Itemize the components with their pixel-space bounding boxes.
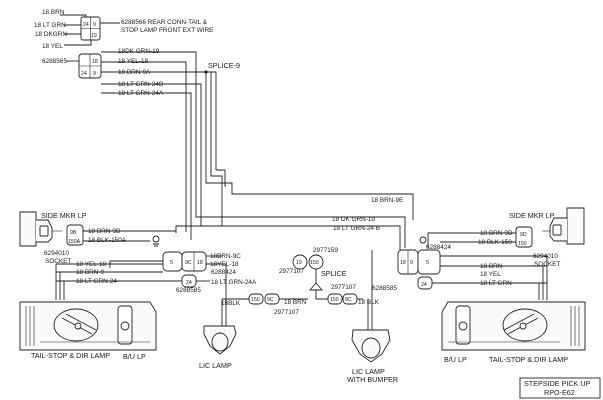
pin-label: 9C bbox=[185, 260, 192, 266]
connector-6288424-right: 18 9 5 24 bbox=[397, 249, 441, 290]
wire-label: 18YEL-18 bbox=[210, 261, 239, 268]
wire-18brn-top bbox=[60, 14, 87, 17]
ground-icon bbox=[419, 236, 427, 244]
wire-label: 18 BRN-9A bbox=[118, 69, 151, 76]
splice-connector: 19 150 bbox=[292, 254, 324, 270]
wire-label: 18 LT GRN-24B bbox=[118, 81, 163, 88]
component-label: TAIL-STOP & DIR LAMP bbox=[31, 351, 110, 360]
wire-label: 18 LT GRN-24 B bbox=[333, 225, 380, 232]
pin-label: 24 bbox=[81, 71, 87, 77]
pin-label: 150 bbox=[518, 241, 527, 247]
wire-label: 18BRN-9C bbox=[210, 253, 241, 260]
wire-label: 18 BRN-9 bbox=[76, 269, 105, 276]
pin-label: 18 bbox=[92, 59, 98, 65]
pin-label: 9B bbox=[70, 230, 77, 236]
lic-lamp-with-bumper bbox=[351, 329, 391, 363]
component-label: LIC LAMP bbox=[352, 367, 385, 376]
component-label: LIC LAMP bbox=[199, 361, 232, 370]
splice-label: SPLICE bbox=[321, 269, 347, 278]
pin-label: 24 bbox=[421, 282, 427, 288]
pin-label: 9 bbox=[410, 260, 413, 266]
side-marker-lamp-right bbox=[542, 207, 585, 245]
pin-label: 5 bbox=[170, 260, 173, 266]
side-marker-lamp-left bbox=[19, 211, 62, 247]
wire-label: 18 BRN bbox=[42, 9, 65, 16]
part-number: 6294010 bbox=[44, 250, 69, 257]
splice-label: SPLICE-9 bbox=[208, 61, 240, 70]
part-number: 2977107 bbox=[274, 309, 299, 316]
wire-label: 18 BRN-9B bbox=[88, 228, 120, 235]
connector-note: 6288566 REAR CONN-TAIL & bbox=[121, 19, 208, 26]
part-number: 6288585 bbox=[372, 285, 397, 292]
pin-label: 24 bbox=[83, 22, 89, 28]
pin-label: 9 bbox=[93, 22, 96, 28]
title-line-1: STEPSIDE PICK UP bbox=[524, 379, 591, 388]
part-number: 6294010 bbox=[533, 253, 558, 260]
wire-label: 18 BRN bbox=[480, 263, 503, 270]
wire-label: 18 YEL-18 bbox=[118, 58, 149, 65]
part-number: 2977107 bbox=[331, 284, 356, 291]
pin-label: 9D bbox=[520, 232, 527, 238]
wire-label: 18 LT GRN-24A bbox=[118, 90, 164, 97]
connector-note: STOP LAMP FRONT EXT WIRE bbox=[121, 27, 213, 34]
pin-label: 19 bbox=[296, 260, 302, 266]
side-marker-connector-left: 9B 150A bbox=[66, 224, 84, 246]
component-label: SIDE MKR LP bbox=[509, 211, 555, 220]
wire-label: 18DK GRN-19 bbox=[118, 48, 160, 55]
tail-stop-dir-lamp-left bbox=[19, 301, 157, 351]
wire-label: 18 LT GRN-24 bbox=[76, 278, 117, 285]
pin-label: 150 bbox=[310, 260, 319, 266]
wire-label: 18 BLK-150 bbox=[478, 239, 512, 246]
wire-label: 18 YEL bbox=[42, 43, 63, 50]
wire-18brn-9e bbox=[205, 72, 414, 220]
component-label: WITH BUMPER bbox=[347, 375, 398, 384]
wire-label: 18BLK bbox=[221, 300, 241, 307]
wire-label: 18 BRN-9E bbox=[371, 197, 403, 204]
rear-conn-connector: 24 9 19 bbox=[80, 16, 101, 41]
component-label: B/U LP bbox=[123, 352, 146, 361]
tail-stop-dir-lamp-right bbox=[441, 301, 586, 351]
pin-label: 150 bbox=[330, 297, 339, 303]
lic-lamp bbox=[203, 325, 237, 355]
pin-label: 18 bbox=[400, 260, 406, 266]
pin-label: 150 bbox=[251, 297, 260, 303]
wire-label: 18 BLK-150A bbox=[88, 237, 127, 244]
pin-label: 19 bbox=[91, 33, 97, 39]
connector-6288565: 18 24 9 bbox=[78, 53, 102, 79]
connector-6288424-left: 5 9C 18 24 bbox=[162, 251, 207, 288]
wire-label: 18 LT GRN bbox=[480, 280, 512, 287]
wire-label: 18 LT GRN-24A bbox=[211, 279, 257, 286]
pin-label: 9 bbox=[93, 71, 96, 77]
pin-label: 150A bbox=[68, 239, 81, 245]
ground-icon bbox=[152, 235, 160, 243]
component-label: TAIL-STOP & DIR LAMP bbox=[489, 355, 568, 364]
part-number: 6288585 bbox=[176, 287, 201, 294]
component-label: SIDE MKR LP bbox=[41, 211, 87, 220]
title-block: STEPSIDE PICK UP RPO-E62 bbox=[519, 377, 601, 399]
part-number: 6288424 bbox=[426, 244, 451, 251]
pin-label: 5 bbox=[426, 260, 429, 266]
part-number: 2977159 bbox=[313, 247, 338, 254]
title-line-2: RPO-E62 bbox=[544, 388, 575, 397]
pin-label: 24 bbox=[186, 280, 192, 286]
side-marker-connector-right: 9D 150 bbox=[515, 226, 533, 248]
pin-label: 9C bbox=[345, 297, 352, 303]
pin-label: 9C bbox=[267, 297, 274, 303]
wire-label: 18 LT GRN bbox=[34, 22, 66, 29]
wire-label: 18 BRN-9D bbox=[480, 230, 513, 237]
part-number: 6288424 bbox=[211, 269, 236, 276]
wire-label: 18 BRN bbox=[284, 299, 307, 306]
part-number: 2977107 bbox=[279, 268, 304, 275]
wire-label: 18 YEL bbox=[480, 271, 501, 278]
pin-label: 18 bbox=[197, 260, 203, 266]
part-number: SOCKET bbox=[45, 258, 71, 265]
component-label: B/U LP bbox=[444, 355, 467, 364]
wire-label: 18 YEL-18 bbox=[76, 261, 107, 268]
wire-label: 18 DK GRN-19 bbox=[332, 216, 375, 223]
part-number: 6288565 bbox=[42, 58, 67, 65]
wire-label: 18 BLK bbox=[358, 299, 380, 306]
wire-label: 18 DKGRN bbox=[35, 31, 67, 38]
